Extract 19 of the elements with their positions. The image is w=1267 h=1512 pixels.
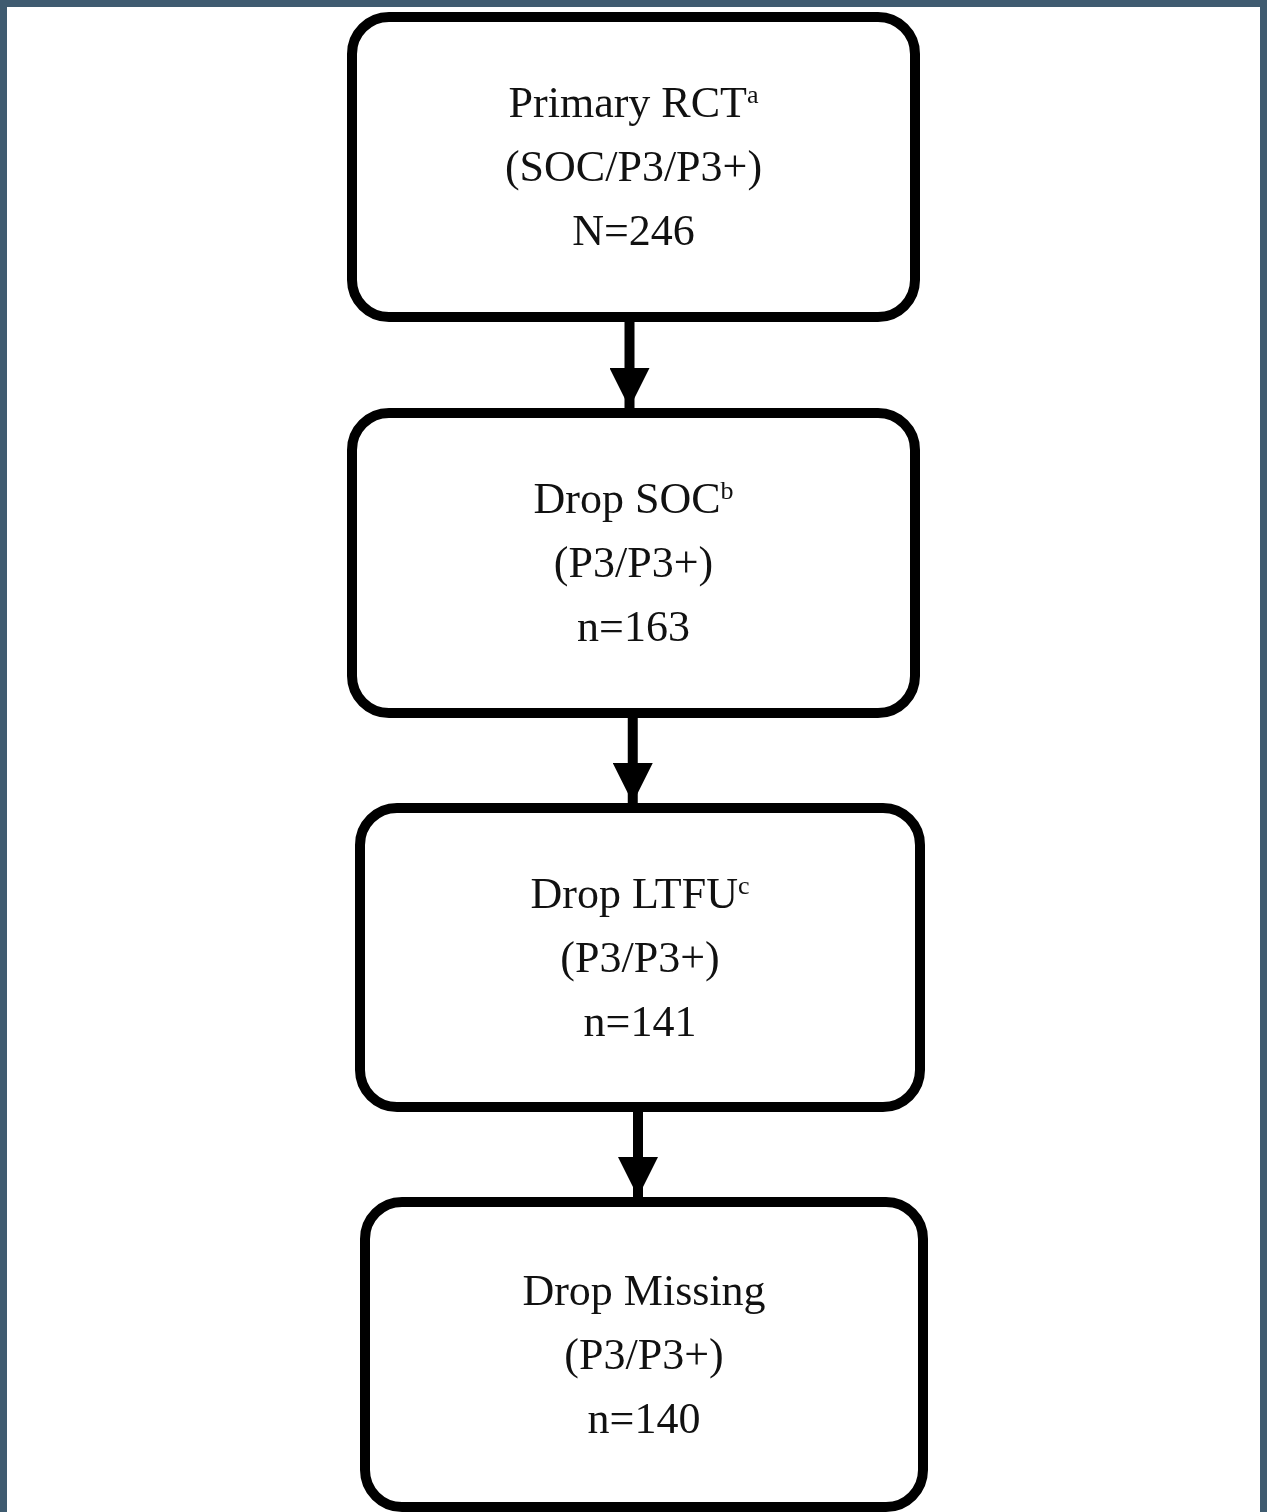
box-text: Drop SOC$^{b}$ <box>533 473 734 525</box>
process-box <box>360 1197 928 1512</box>
process-box <box>347 12 920 322</box>
box-text: (SOC/P3/P3+) <box>504 141 763 193</box>
process-box <box>355 803 925 1112</box>
arrow <box>618 1112 658 1197</box>
process-box <box>347 408 920 718</box>
arrow <box>612 718 653 803</box>
box-text: n=163 <box>577 601 690 653</box>
box-text: N=246 <box>572 205 695 257</box>
box-text: n=141 <box>583 995 697 1048</box>
box-text: Primary RCT$^{a}$ <box>508 77 759 129</box>
box-text: n=140 <box>587 1392 701 1445</box>
box-text: (P3/P3+) <box>564 1328 724 1381</box>
box-text: Drop LTFU$^{c}$ <box>530 867 750 920</box>
arrow <box>609 322 650 408</box>
box-text: Drop Missing <box>522 1264 766 1317</box>
box-text: (P3/P3+) <box>553 537 714 589</box>
box-text: (P3/P3+) <box>560 931 720 984</box>
